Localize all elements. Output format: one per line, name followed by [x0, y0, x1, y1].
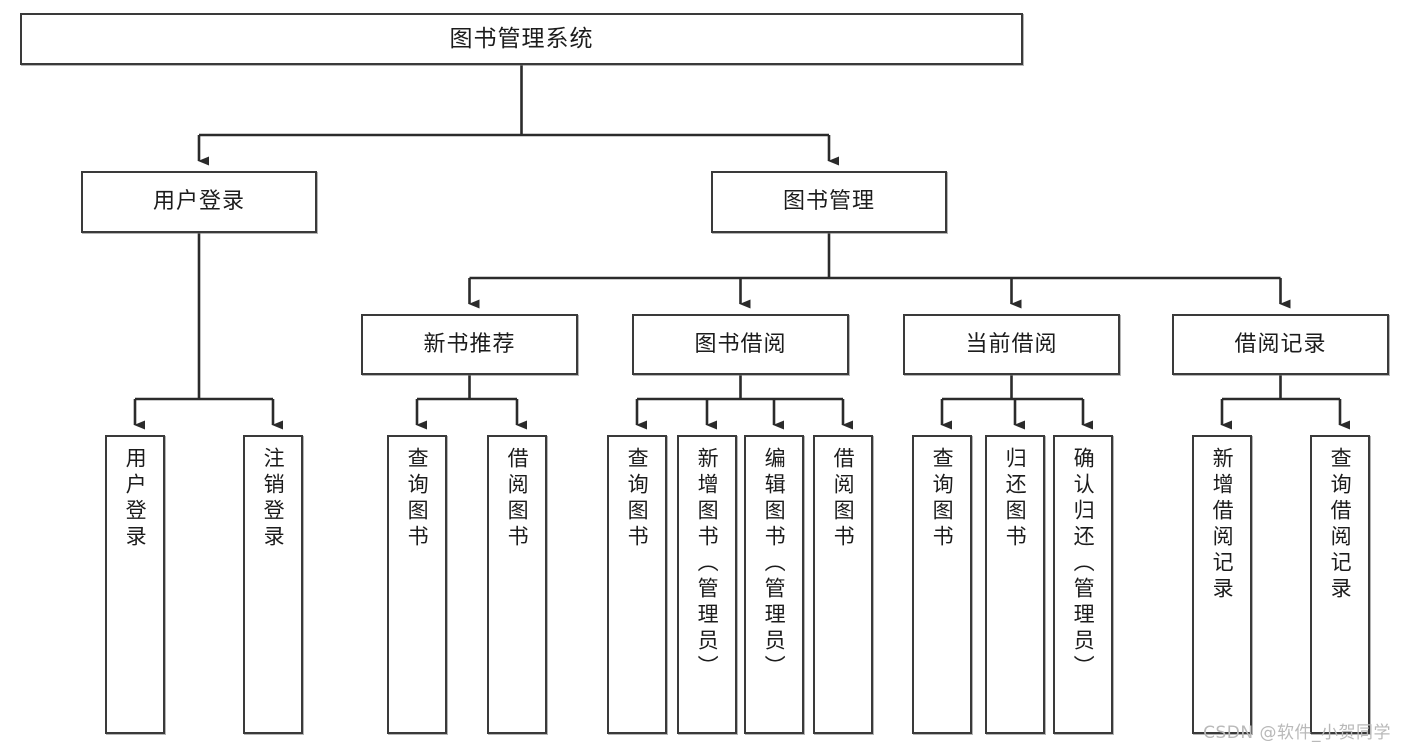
node-borrow-record[interactable]: 借阅记录 — [1172, 314, 1389, 375]
node-leaf-return-book[interactable]: 归还图书 — [985, 435, 1045, 734]
node-leaf-user-login[interactable]: 用户登录 — [105, 435, 165, 734]
node-book-borrow[interactable]: 图书借阅 — [632, 314, 849, 375]
node-leaf-query-book-cur[interactable]: 查询图书 — [912, 435, 972, 734]
node-root[interactable]: 图书管理系统 — [20, 13, 1023, 65]
node-leaf-return-book-label: 归还图书 — [1003, 447, 1028, 551]
node-leaf-query-book-rec[interactable]: 查询图书 — [387, 435, 447, 734]
node-leaf-query-book-rec-label: 查询图书 — [405, 447, 430, 551]
node-book-borrow-label: 图书借阅 — [694, 331, 787, 357]
node-leaf-borrow-book-rec-label: 借阅图书 — [505, 447, 530, 551]
node-leaf-confirm-return-label: 确认归还（管理员） — [1071, 447, 1096, 681]
node-borrow-record-label: 借阅记录 — [1234, 331, 1327, 357]
node-current-borrow[interactable]: 当前借阅 — [903, 314, 1120, 375]
node-leaf-confirm-return[interactable]: 确认归还（管理员） — [1053, 435, 1113, 734]
node-leaf-user-logout[interactable]: 注销登录 — [243, 435, 303, 734]
node-leaf-query-borrow-record[interactable]: 查询借阅记录 — [1310, 435, 1370, 734]
node-leaf-add-borrow-record[interactable]: 新增借阅记录 — [1192, 435, 1252, 734]
node-leaf-query-book-brw-label: 查询图书 — [625, 447, 650, 551]
node-leaf-borrow-book-rec[interactable]: 借阅图书 — [487, 435, 547, 734]
node-leaf-user-login-label: 用户登录 — [123, 447, 148, 551]
node-leaf-edit-book[interactable]: 编辑图书（管理员） — [744, 435, 804, 734]
node-leaf-query-borrow-record-label: 查询借阅记录 — [1328, 447, 1353, 603]
node-leaf-add-borrow-record-label: 新增借阅记录 — [1210, 447, 1235, 603]
node-leaf-borrow-book-brw-label: 借阅图书 — [831, 447, 856, 551]
node-new-book-recommend[interactable]: 新书推荐 — [361, 314, 578, 375]
node-leaf-edit-book-label: 编辑图书（管理员） — [762, 447, 787, 681]
node-book-manage[interactable]: 图书管理 — [711, 171, 947, 233]
node-leaf-user-logout-label: 注销登录 — [261, 447, 286, 551]
node-book-manage-label: 图书管理 — [782, 189, 875, 215]
node-leaf-query-book-brw[interactable]: 查询图书 — [607, 435, 667, 734]
node-root-label: 图书管理系统 — [449, 25, 594, 52]
node-leaf-query-book-cur-label: 查询图书 — [930, 447, 955, 551]
node-user-login[interactable]: 用户登录 — [81, 171, 317, 233]
node-new-book-recommend-label: 新书推荐 — [423, 331, 516, 357]
node-leaf-add-book-label: 新增图书（管理员） — [695, 447, 720, 681]
node-leaf-add-book[interactable]: 新增图书（管理员） — [677, 435, 737, 734]
node-leaf-borrow-book-brw[interactable]: 借阅图书 — [813, 435, 873, 734]
node-user-login-label: 用户登录 — [152, 189, 245, 215]
watermark: CSDN @软件_小贺同学 — [1203, 723, 1391, 743]
node-current-borrow-label: 当前借阅 — [965, 331, 1058, 357]
